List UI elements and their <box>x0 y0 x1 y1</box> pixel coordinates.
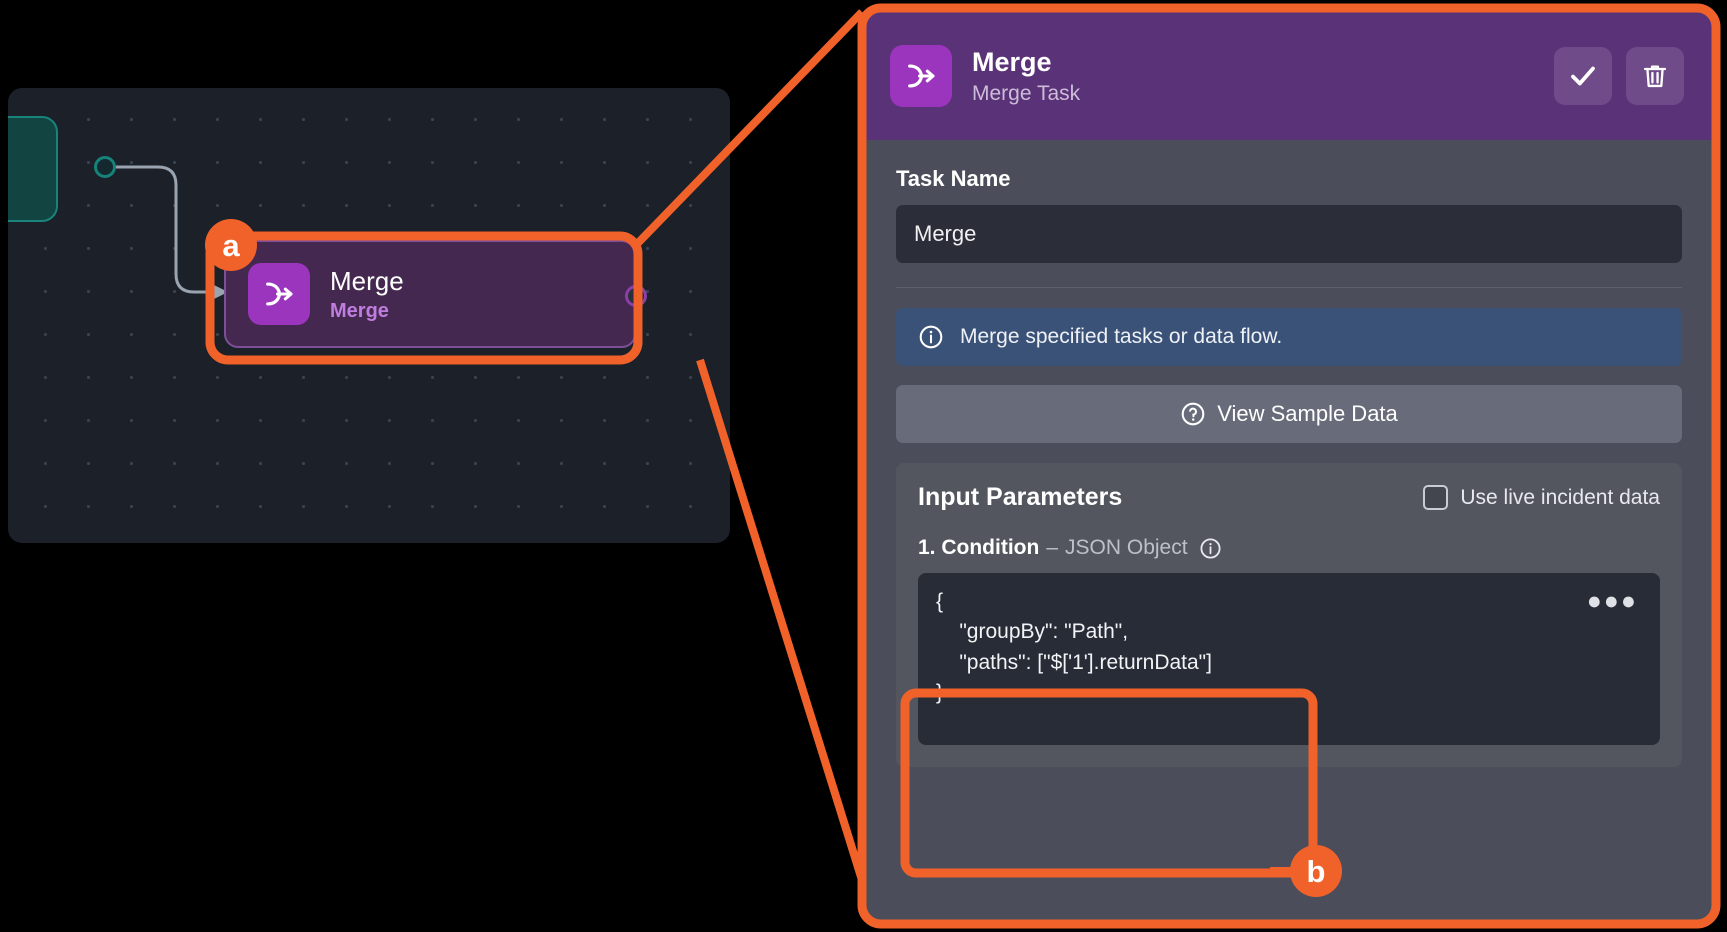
canvas-node-title: Merge <box>330 265 404 296</box>
input-parameters-header: Input Parameters Use live incident data <box>918 483 1660 512</box>
merge-arrow-icon <box>248 263 310 325</box>
callout-badge-b: b <box>1290 845 1342 897</box>
parameter-condition-meta: 1. Condition – JSON Object <box>918 536 1660 560</box>
confirm-button[interactable] <box>1554 47 1612 105</box>
check-icon <box>1571 66 1595 86</box>
view-sample-data-button[interactable]: View Sample Data <box>896 385 1682 443</box>
info-circle-icon <box>919 325 943 349</box>
use-live-incident-data-row[interactable]: Use live incident data <box>1423 485 1660 510</box>
merge-arrow-icon <box>890 45 952 107</box>
input-parameters-section: Input Parameters Use live incident data … <box>896 463 1682 767</box>
panel-title: Merge <box>972 46 1052 77</box>
task-name-label: Task Name <box>896 166 1011 191</box>
canvas-node-subtitle: Merge <box>330 299 389 322</box>
canvas-merge-node[interactable]: Merge Merge <box>224 240 647 348</box>
task-name-input[interactable] <box>896 205 1682 263</box>
panel-header-actions <box>1554 47 1684 105</box>
upstream-node-output-port[interactable] <box>94 156 116 178</box>
callout-badge-a: a <box>205 219 257 271</box>
input-parameters-title: Input Parameters <box>918 483 1123 511</box>
trash-icon <box>1643 65 1667 88</box>
parameter-separator: – <box>1046 536 1059 559</box>
panel-header: Merge Merge Task <box>866 12 1712 140</box>
use-live-incident-data-checkbox[interactable] <box>1423 485 1449 510</box>
question-circle-icon <box>1181 402 1205 426</box>
merge-node-output-port[interactable] <box>625 285 647 307</box>
ellipsis-icon[interactable]: ●●● <box>1586 587 1638 615</box>
parameter-type-label: JSON Object <box>1065 536 1188 559</box>
panel-subtitle: Merge Task <box>972 81 1081 105</box>
upstream-node[interactable] <box>8 116 58 222</box>
info-banner: Merge specified tasks or data flow. <box>896 308 1682 366</box>
condition-json-value[interactable]: { "groupBy": "Path", "paths": ["$['1'].r… <box>936 590 1212 705</box>
parameter-index-label: 1. Condition <box>918 536 1040 559</box>
section-divider <box>896 287 1682 288</box>
view-sample-data-label: View Sample Data <box>1217 401 1398 426</box>
workflow-canvas[interactable]: Merge Merge <box>8 88 730 543</box>
info-banner-text: Merge specified tasks or data flow. <box>960 325 1283 348</box>
task-detail-panel: Merge Merge Task Task Name <box>866 12 1712 920</box>
condition-json-editor[interactable]: { "groupBy": "Path", "paths": ["$['1'].r… <box>918 573 1660 745</box>
use-live-incident-data-label: Use live incident data <box>1460 485 1660 509</box>
panel-body: Task Name Merge specified tasks or data … <box>866 140 1712 767</box>
info-circle-icon <box>1200 537 1221 559</box>
delete-button[interactable] <box>1626 47 1684 105</box>
